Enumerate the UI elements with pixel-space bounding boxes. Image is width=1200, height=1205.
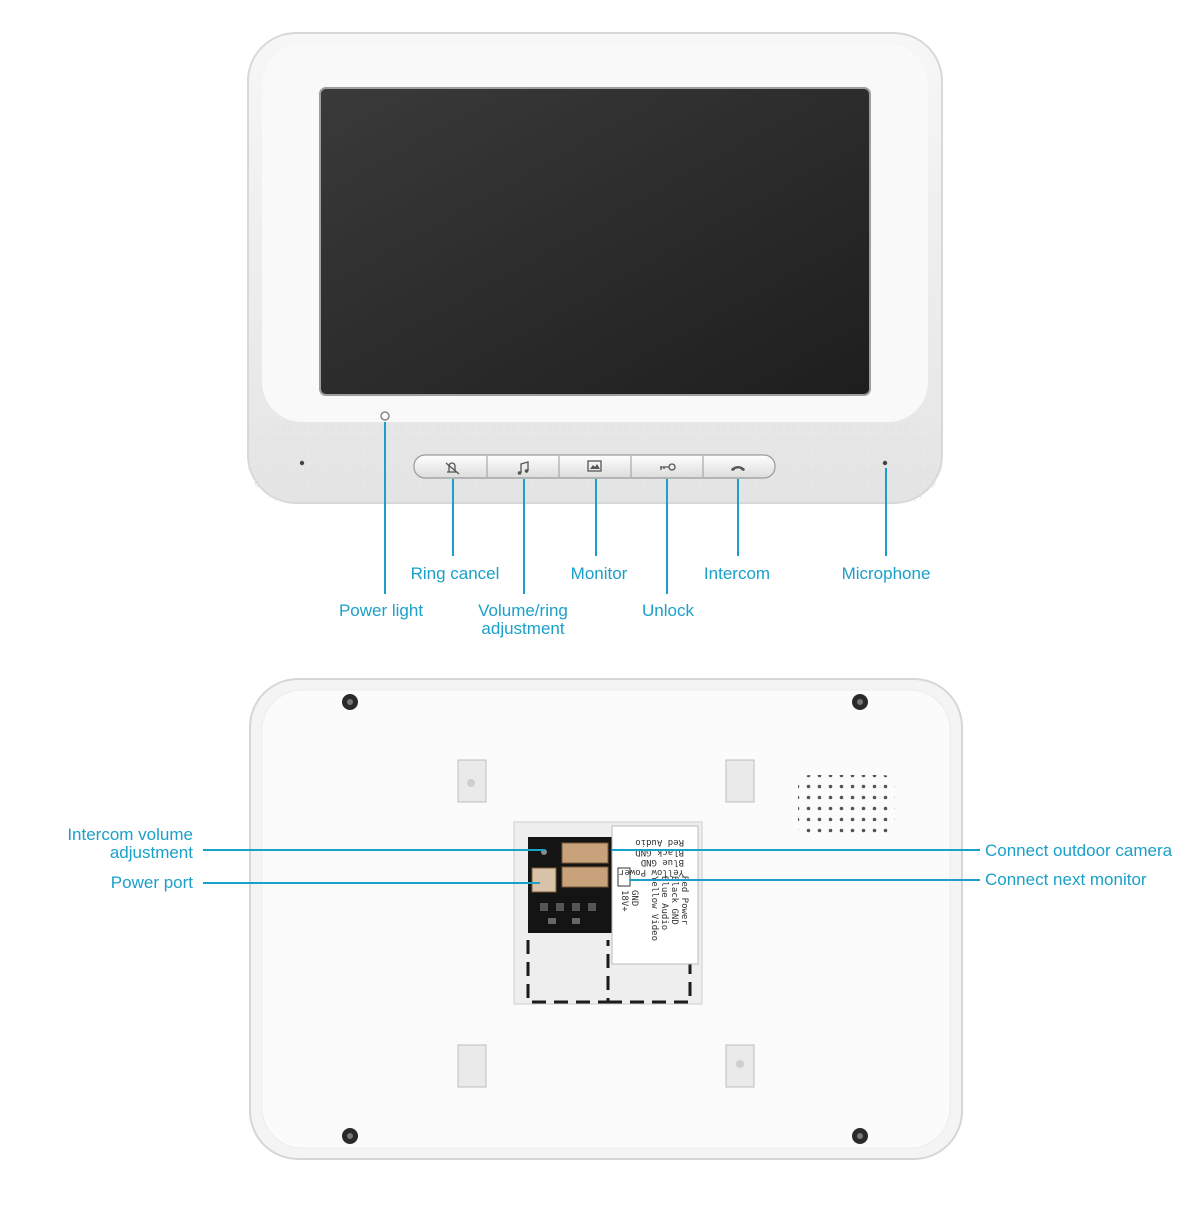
sticker-line: Red Power	[679, 876, 689, 925]
sticker-line: Blue Audio	[659, 876, 669, 930]
mounting-slot	[457, 1044, 487, 1088]
screw-icon	[852, 694, 868, 710]
speaker-hole	[299, 460, 305, 466]
next-monitor-connector	[561, 866, 609, 888]
volume-ring-label-line2: adjustment	[481, 619, 565, 638]
front-callout-lines	[384, 422, 887, 594]
sticker-line: Yellow Power	[618, 867, 684, 877]
sticker-line: Black GND	[669, 876, 679, 925]
bell-off-icon[interactable]	[445, 462, 460, 475]
sticker-side-block: GND 18V+	[619, 890, 639, 912]
outdoor-camera-connector	[561, 842, 609, 864]
microphone-label: Microphone	[841, 564, 931, 583]
microphone-hole	[882, 460, 888, 466]
intercom-volume-label-line2: adjustment	[109, 843, 193, 862]
sticker-line: 18V+	[619, 890, 629, 912]
sticker-line: Red Audio	[635, 837, 684, 847]
intercom-label: Intercom	[703, 564, 771, 583]
sticker-line: Black GND	[635, 847, 684, 857]
key-icon[interactable]	[660, 463, 676, 471]
sticker-line: Yellow Video	[649, 876, 659, 941]
screw-icon	[342, 694, 358, 710]
speaker-grill	[798, 775, 895, 837]
knockout-outline	[526, 940, 692, 1004]
monitor-icon[interactable]	[587, 460, 602, 472]
power-port-connector	[531, 867, 557, 893]
front-monitor	[247, 32, 943, 504]
screw-icon	[342, 1128, 358, 1144]
back-callout-lines	[203, 849, 980, 884]
connect-next-monitor-label: Connect next monitor	[985, 870, 1147, 889]
power-port-label: Power port	[110, 873, 193, 892]
back-monitor: Yellow Power Blue GND Black GND Red Audi…	[249, 678, 963, 1160]
lcd-screen	[319, 87, 871, 396]
unlock-label: Unlock	[642, 601, 694, 620]
monitor-label: Monitor	[570, 564, 628, 583]
sticker-line: Blue GND	[641, 857, 684, 867]
sticker-bottom-block: Red Power Black GND Blue Audio Yellow Vi…	[649, 876, 689, 941]
sticker-jumper-mark	[617, 867, 631, 887]
sticker-line: GND	[629, 890, 639, 906]
power-light-label: Power light	[338, 601, 424, 620]
connect-outdoor-camera-label: Connect outdoor camera	[985, 841, 1173, 860]
ring-cancel-label: Ring cancel	[410, 564, 500, 583]
music-note-icon[interactable]	[517, 461, 529, 475]
power-light-led	[380, 411, 390, 421]
circuit-components	[540, 903, 596, 924]
mounting-slot	[725, 759, 755, 803]
phone-handset-icon[interactable]	[731, 466, 745, 471]
volume-ring-label-line1: Volume/ring	[478, 601, 568, 620]
intercom-volume-label-line1: Intercom volume	[67, 825, 193, 844]
screw-icon	[852, 1128, 868, 1144]
sticker-top-block: Yellow Power Blue GND Black GND Red Audi…	[618, 837, 684, 877]
